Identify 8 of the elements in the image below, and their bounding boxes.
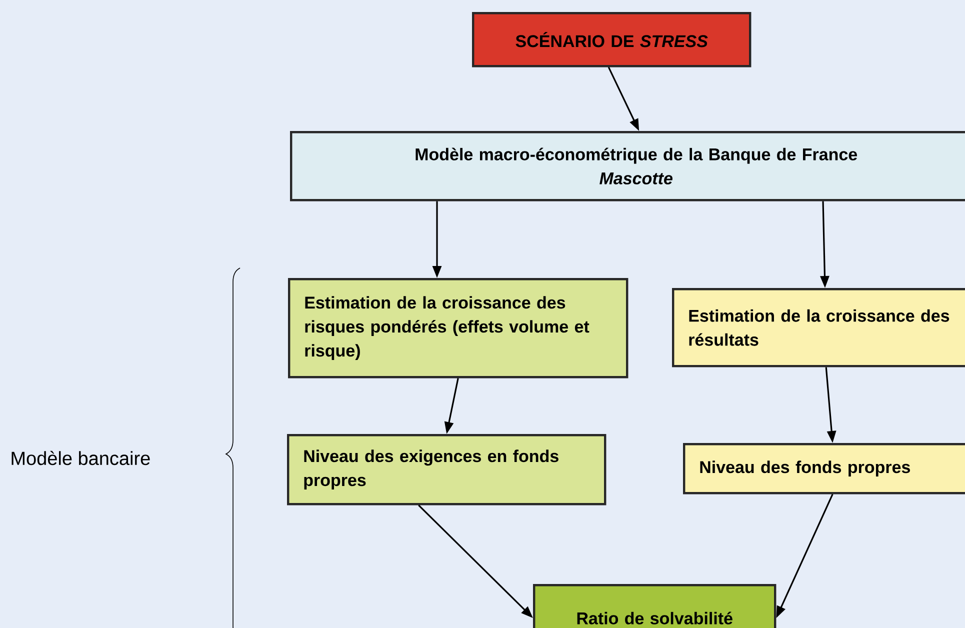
brace-label: Modèle bancaire [12,450,150,466]
result-box: Ratio de solvabilité [533,584,776,628]
process-box: Niveau des fonds propres [683,442,965,494]
process-box: Estimation de la croissance des risques pondérés (effets volume et risque) [288,278,628,378]
process-box: Niveau des exigences en fonds propres [287,434,606,506]
process-box: Estimation de la croissance des résultats [672,288,965,368]
model-box: Modèle macro-économétrique de la Banque de France Mascotte [290,131,965,202]
scenario-box: SCÉNARIO DE STRESS [472,12,752,68]
